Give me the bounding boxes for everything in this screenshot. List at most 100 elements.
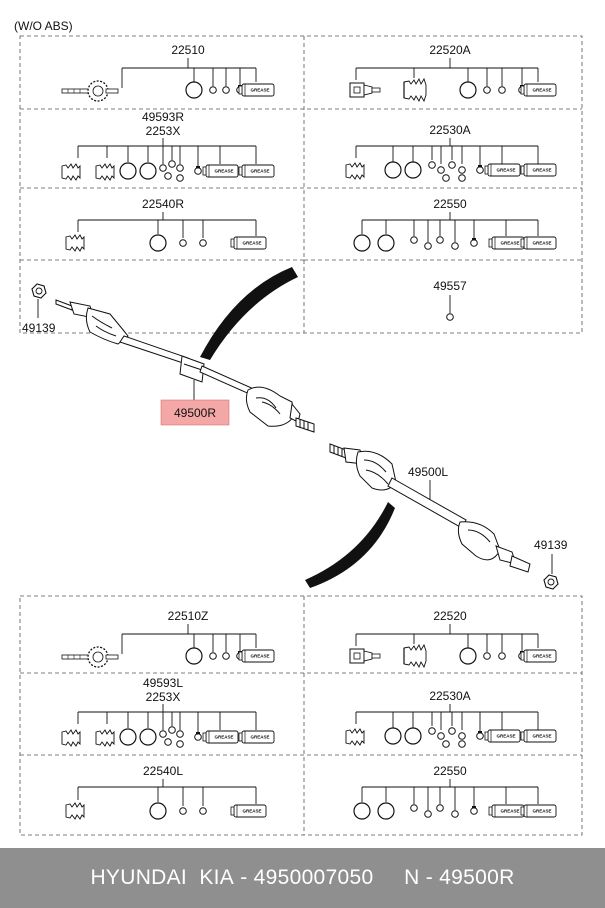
grease-tube-icon: GREASE	[488, 236, 525, 250]
part-code: 22510Z	[168, 609, 209, 623]
svg-text:GREASE: GREASE	[214, 735, 233, 740]
cell-22540l: 22540L GREASE	[65, 764, 267, 820]
snap-ring-icon	[179, 807, 187, 815]
cell-22520: 22520 GREASE	[349, 609, 557, 668]
part-code: 49139	[22, 321, 56, 335]
joint-housing-icon	[349, 82, 381, 98]
snap-ring-icon	[498, 652, 506, 660]
grease-tube-icon: GREASE	[238, 730, 275, 744]
snap-ring-icon	[428, 727, 436, 735]
cell-22510: 22510 GREASE	[61, 43, 275, 102]
part-code: 22510	[171, 43, 205, 57]
snap-ring-icon	[448, 727, 456, 735]
part-code: 22530A	[429, 123, 470, 137]
svg-text:GREASE: GREASE	[532, 168, 551, 173]
footer-separator: -	[234, 866, 254, 889]
snap-ring-icon	[410, 804, 418, 812]
part-code: 22540R	[142, 197, 184, 211]
part-code: 22520A	[429, 43, 470, 57]
snap-ring-icon	[168, 160, 176, 168]
snap-ring-icon	[442, 740, 450, 748]
svg-text:GREASE: GREASE	[532, 809, 551, 814]
bottom-parts-table	[19, 595, 583, 836]
cell-49593l: 49593L 2253X GREASE GREASE	[61, 676, 275, 748]
boot-icon	[95, 163, 115, 181]
snap-ring-icon	[451, 810, 459, 818]
ring-icon	[353, 802, 371, 820]
nut-49139-top: 49139	[22, 283, 56, 335]
snap-ring-icon	[458, 732, 466, 740]
grease-tube-icon: GREASE	[202, 730, 239, 744]
snap-ring-icon	[483, 652, 491, 660]
cut-line-arc	[305, 502, 395, 588]
outer-joint-icon	[61, 646, 119, 668]
snap-ring-icon	[458, 740, 466, 748]
svg-text:GREASE: GREASE	[532, 654, 551, 659]
snap-ring-icon	[446, 313, 454, 321]
cell-49557: 49557	[433, 279, 467, 321]
cut-line-arc	[200, 267, 298, 360]
snap-ring-icon	[428, 161, 436, 169]
ring-icon	[384, 161, 402, 179]
ring-icon	[149, 234, 167, 252]
ring-icon	[185, 647, 203, 665]
svg-text:GREASE: GREASE	[250, 88, 269, 93]
snap-ring-icon	[458, 174, 466, 182]
snap-ring-icon	[164, 738, 172, 746]
snap-ring-icon	[176, 740, 184, 748]
grease-tube-icon: GREASE	[484, 729, 521, 743]
grease-tube-icon: GREASE	[238, 164, 275, 178]
grease-tube-icon: GREASE	[230, 236, 267, 250]
footer-brand: HYUNDAI KIA	[90, 866, 235, 889]
cell-22550: 22550 GREASE GREASE	[353, 197, 557, 252]
svg-text:GREASE: GREASE	[532, 88, 551, 93]
svg-text:GREASE: GREASE	[532, 734, 551, 739]
ring-icon	[185, 81, 203, 99]
nut-49139-bottom: 49139	[534, 538, 568, 590]
snap-ring-icon	[179, 239, 187, 247]
svg-text:GREASE: GREASE	[250, 735, 269, 740]
snap-ring-icon	[159, 730, 167, 738]
grease-tube-icon: GREASE	[520, 163, 557, 177]
footer-spacer	[373, 866, 404, 890]
snap-ring-icon	[199, 807, 207, 815]
ring-icon	[377, 234, 395, 252]
boot-icon	[95, 729, 115, 747]
grease-tube-icon: GREASE	[202, 164, 239, 178]
part-code: 49593L	[143, 676, 183, 690]
ring-icon	[377, 802, 395, 820]
snap-ring-icon	[437, 166, 445, 174]
svg-text:GREASE: GREASE	[242, 809, 261, 814]
cell-22530a: 22530A GREASE GREASE	[345, 123, 557, 182]
drive-shaft-right	[55, 299, 315, 433]
snap-ring-icon	[498, 86, 506, 94]
clamp-icon	[476, 164, 484, 174]
footer-bar: HYUNDAI KIA - 4950007050 N - 49500R	[0, 848, 605, 908]
cell-22520a: 22520A GREASE	[349, 43, 557, 102]
ring-icon	[459, 81, 477, 99]
snap-ring-icon	[209, 86, 217, 94]
snap-ring-icon	[448, 161, 456, 169]
part-code: 22550	[433, 764, 467, 778]
part-code: 22550	[433, 197, 467, 211]
svg-text:GREASE: GREASE	[496, 734, 515, 739]
snap-ring-icon	[458, 166, 466, 174]
part-code-secondary: 2253X	[146, 124, 181, 138]
grease-tube-icon: GREASE	[520, 649, 557, 663]
grease-tube-icon: GREASE	[520, 729, 557, 743]
footer-part-number: 4950007050	[253, 866, 374, 889]
part-code: 22540L	[143, 764, 183, 778]
snap-ring-icon	[176, 174, 184, 182]
ring-icon	[139, 162, 157, 180]
ring-icon	[119, 728, 137, 746]
grease-tube-icon: GREASE	[520, 236, 557, 250]
svg-text:GREASE: GREASE	[500, 809, 519, 814]
clamp-icon	[470, 805, 478, 815]
snap-ring-icon	[209, 652, 217, 660]
svg-text:GREASE: GREASE	[214, 169, 233, 174]
ring-icon	[119, 162, 137, 180]
boot-icon	[345, 162, 365, 180]
grease-tube-icon: GREASE	[488, 804, 525, 818]
boot-icon	[61, 729, 81, 747]
ring-icon	[149, 802, 167, 820]
